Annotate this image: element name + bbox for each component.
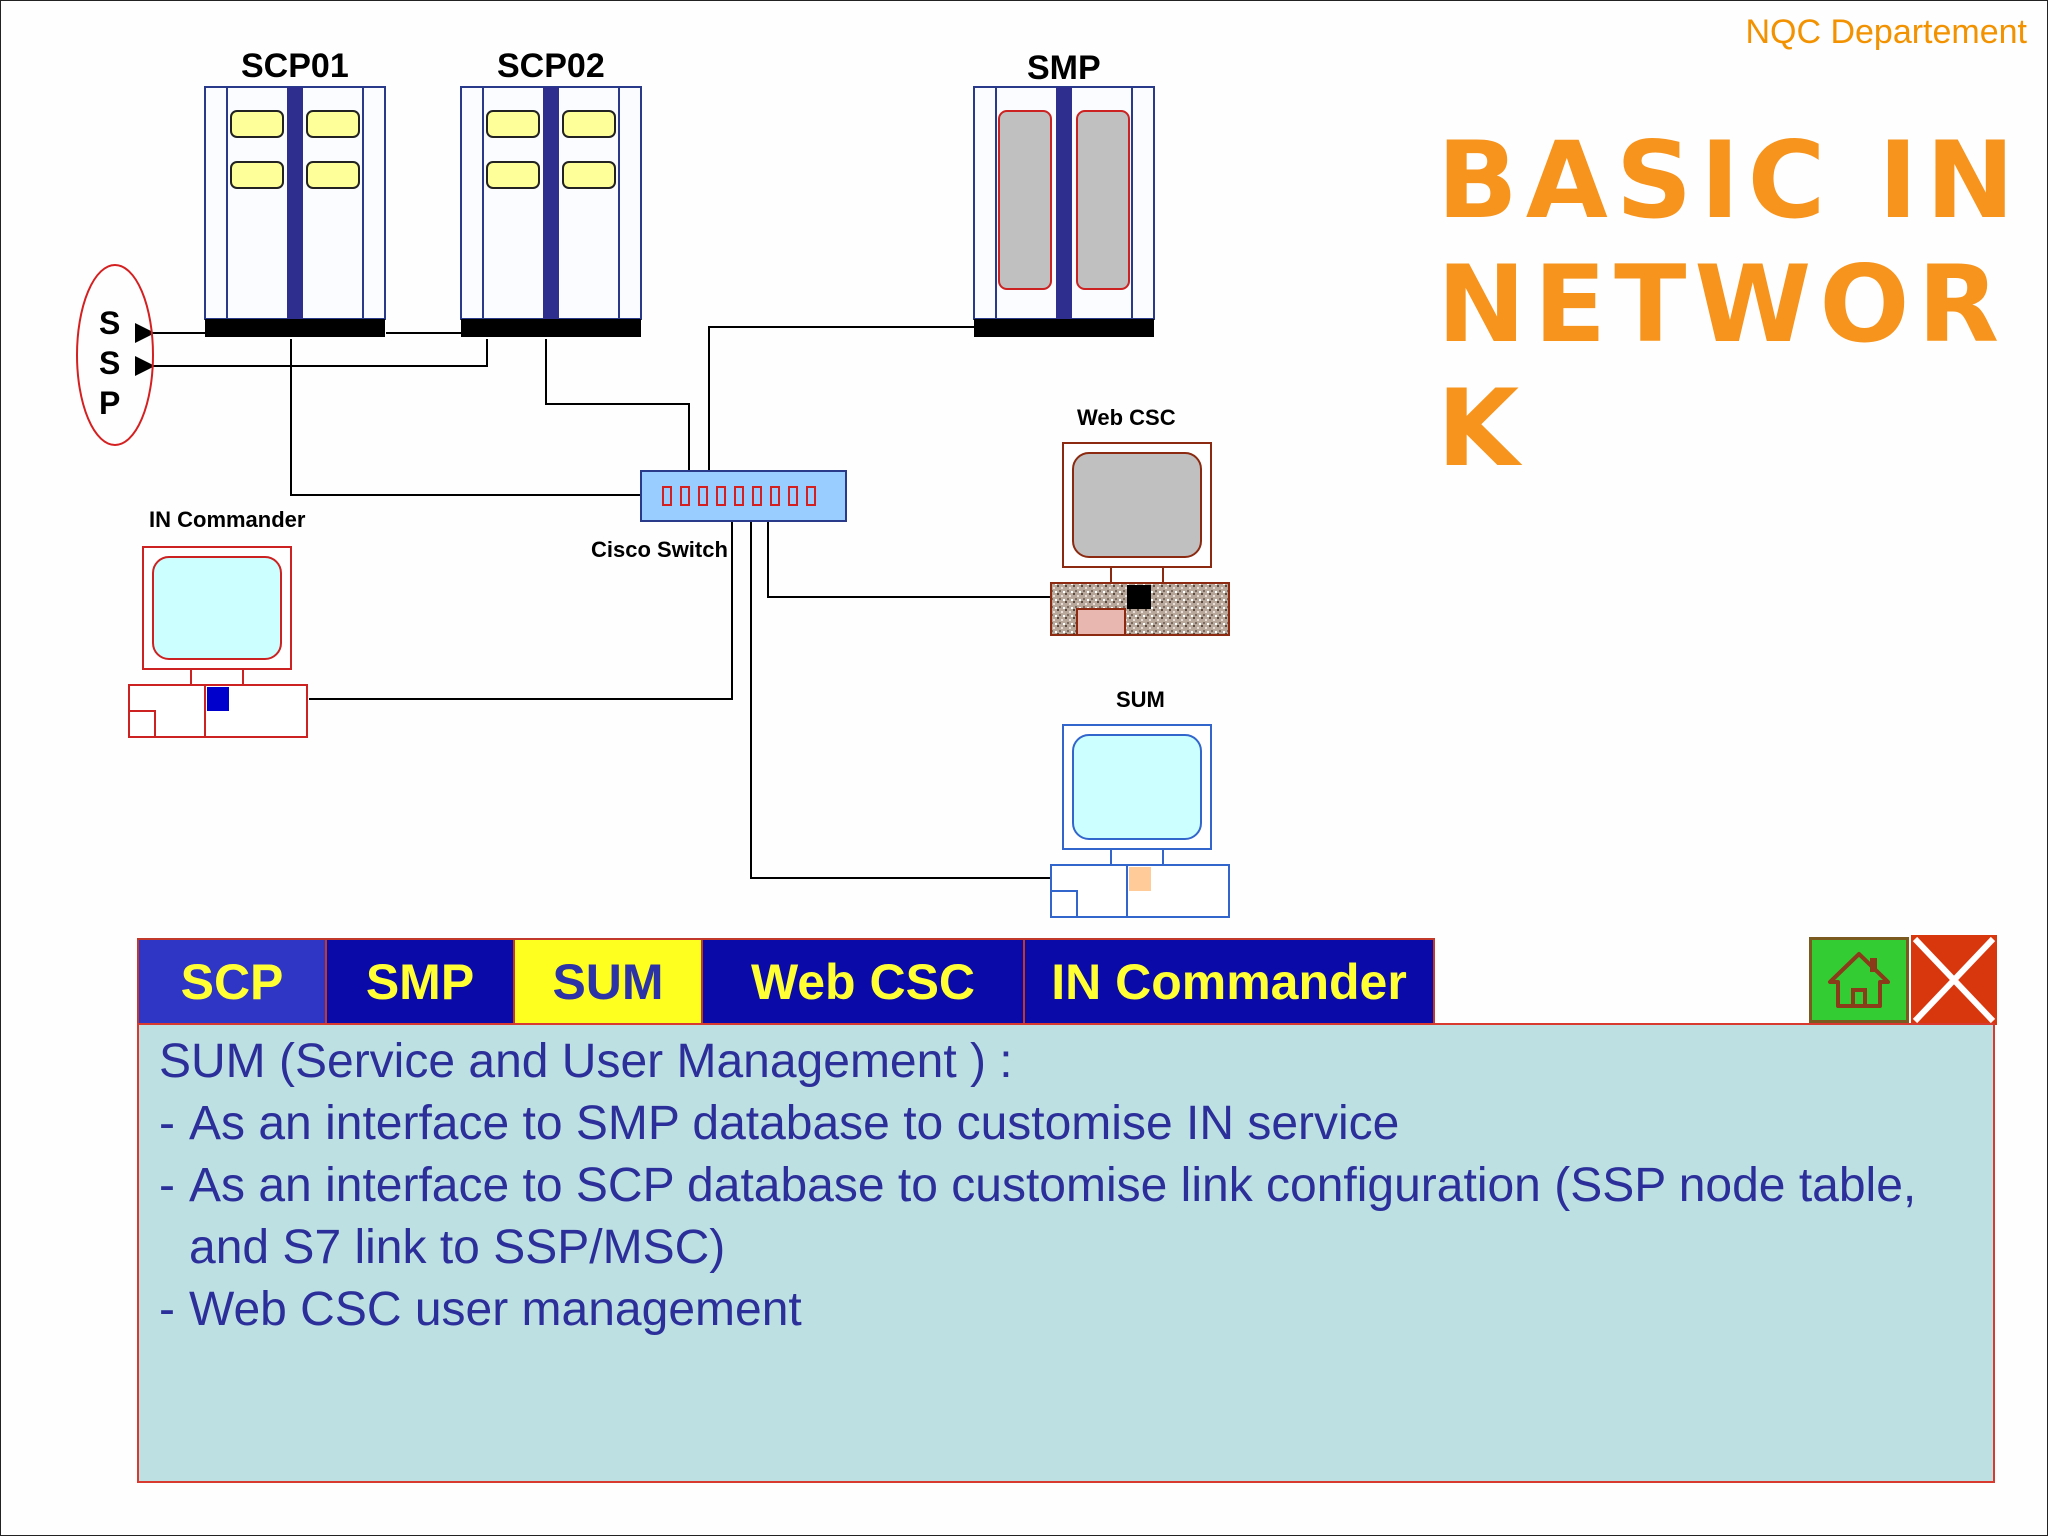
ssp-letter-2: S — [99, 345, 121, 381]
home-icon — [1828, 952, 1890, 1008]
web-csc-label: Web CSC — [1077, 405, 1176, 430]
list-item: -As an interface to SMP database to cust… — [159, 1097, 1400, 1150]
network-diagram — [76, 86, 1230, 918]
sum-computer — [1050, 724, 1230, 918]
in-commander-computer — [128, 546, 308, 738]
list-item: -Web CSC user management — [159, 1283, 802, 1336]
home-button[interactable] — [1809, 937, 1909, 1023]
tab-web-csc[interactable]: Web CSC — [703, 940, 1025, 1024]
scp02-label: SCP02 — [497, 47, 605, 85]
list-item-text: As an interface to SCP database to custo… — [189, 1159, 1917, 1274]
scp02-server — [460, 86, 642, 337]
close-button[interactable] — [1911, 935, 1997, 1025]
description-heading: SUM (Service and User Management ) : — [159, 1035, 1013, 1088]
department-label: NQC Departement — [1745, 13, 2027, 51]
list-item: -As an interface to SCP database to cust… — [159, 1159, 1917, 1274]
slide-title: BASIC IN NETWOR K — [1437, 119, 2037, 491]
ssp-letter-3: P — [99, 385, 121, 421]
title-line-1: BASIC IN — [1437, 119, 2023, 242]
ssp-ellipse — [76, 264, 154, 446]
tab-sum[interactable]: SUM — [515, 940, 703, 1024]
in-commander-label: IN Commander — [149, 507, 306, 532]
scp01-server — [204, 86, 386, 337]
description-panel: SUM (Service and User Management ) : -As… — [137, 1023, 1995, 1483]
connection-lines — [135, 323, 1051, 879]
list-item-text: As an interface to SMP database to custo… — [189, 1097, 1400, 1150]
title-line-3: K — [1437, 367, 1528, 490]
tab-smp[interactable]: SMP — [327, 940, 515, 1024]
cisco-switch-label: Cisco Switch — [591, 537, 728, 562]
scp01-label: SCP01 — [241, 47, 349, 85]
sum-label: SUM — [1116, 687, 1165, 712]
title-line-2: NETWOR — [1437, 243, 2008, 366]
tab-in-commander[interactable]: IN Commander — [1025, 940, 1433, 1024]
web-csc-computer — [1050, 442, 1230, 636]
tab-bar: SCP SMP SUM Web CSC IN Commander — [137, 938, 1435, 1026]
cisco-switch — [640, 470, 847, 522]
smp-server — [973, 86, 1155, 337]
smp-label: SMP — [1027, 49, 1101, 87]
list-item-text: Web CSC user management — [189, 1283, 802, 1336]
ssp-letter-1: S — [99, 305, 121, 341]
close-icon — [1912, 936, 1996, 1024]
tab-scp[interactable]: SCP — [139, 940, 327, 1024]
